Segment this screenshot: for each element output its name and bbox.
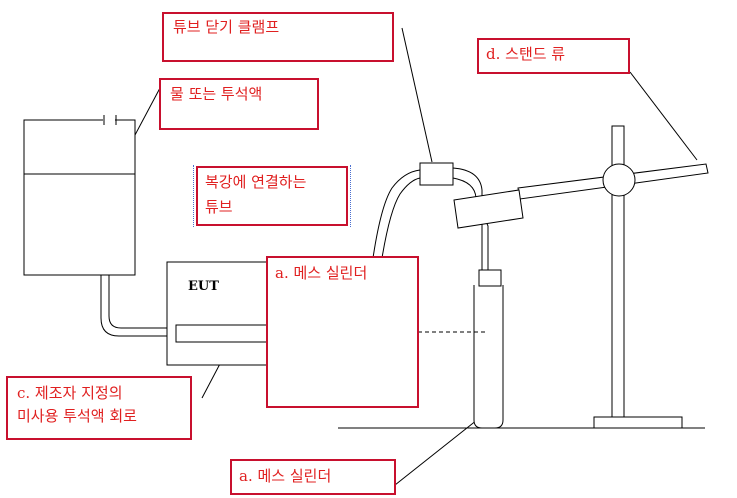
- dotted-marker-right: [350, 165, 351, 227]
- label-fluid-box: [159, 78, 319, 130]
- label-abdomen-tube-line1: 복강에 연결하는: [205, 173, 307, 191]
- label-manufacturer-box: [6, 376, 192, 440]
- label-cylinder-top: a. 메스 실린더: [275, 264, 368, 282]
- label-cylinder-bottom: a. 메스 실린더: [239, 467, 332, 485]
- label-abdomen-tube-line2: 튜브: [205, 198, 233, 216]
- fluid-container: [23, 119, 136, 276]
- label-fluid: 물 또는 투석액: [170, 85, 263, 103]
- label-cylinder-bottom-box: [230, 459, 396, 495]
- label-manufacturer-line2: 미사용 투석액 회로: [17, 407, 137, 425]
- supply-tube-outer: [100, 275, 176, 337]
- eut-label: EUT: [188, 279, 219, 294]
- label-tube-clamp: 튜브 닫기 클램프: [173, 18, 280, 36]
- leader-tube-clamp: [401, 27, 433, 163]
- dotted-marker-left: [193, 165, 194, 227]
- abdomen-tube-outer: [372, 169, 421, 259]
- label-tube-clamp-box: [162, 12, 394, 62]
- stand-clamp-joint: [602, 163, 636, 197]
- leader-manufacturer: [201, 359, 223, 399]
- label-stand-box: [477, 38, 630, 74]
- cylinder-stopper: [478, 269, 502, 287]
- down-tube-outer: [452, 167, 483, 272]
- dialysate-circuit: [175, 324, 268, 343]
- graduated-cylinder: [473, 285, 504, 429]
- label-manufacturer-line1: c. 제조자 지정의: [17, 384, 123, 402]
- supply-tube-inner: [108, 275, 176, 329]
- abdomen-tube-inner: [381, 177, 421, 259]
- stand-base: [593, 416, 683, 429]
- tube-clamp: [419, 162, 454, 186]
- label-cylinder-top-box: [266, 256, 419, 408]
- label-stand: d. 스탠드 류: [486, 45, 566, 63]
- label-abdomen-tube-box: [196, 166, 348, 226]
- eut-box: [166, 261, 276, 366]
- leader-stand: [629, 71, 698, 161]
- cylinder-holder: [453, 189, 524, 229]
- leader-cylinder-bottom: [394, 419, 478, 486]
